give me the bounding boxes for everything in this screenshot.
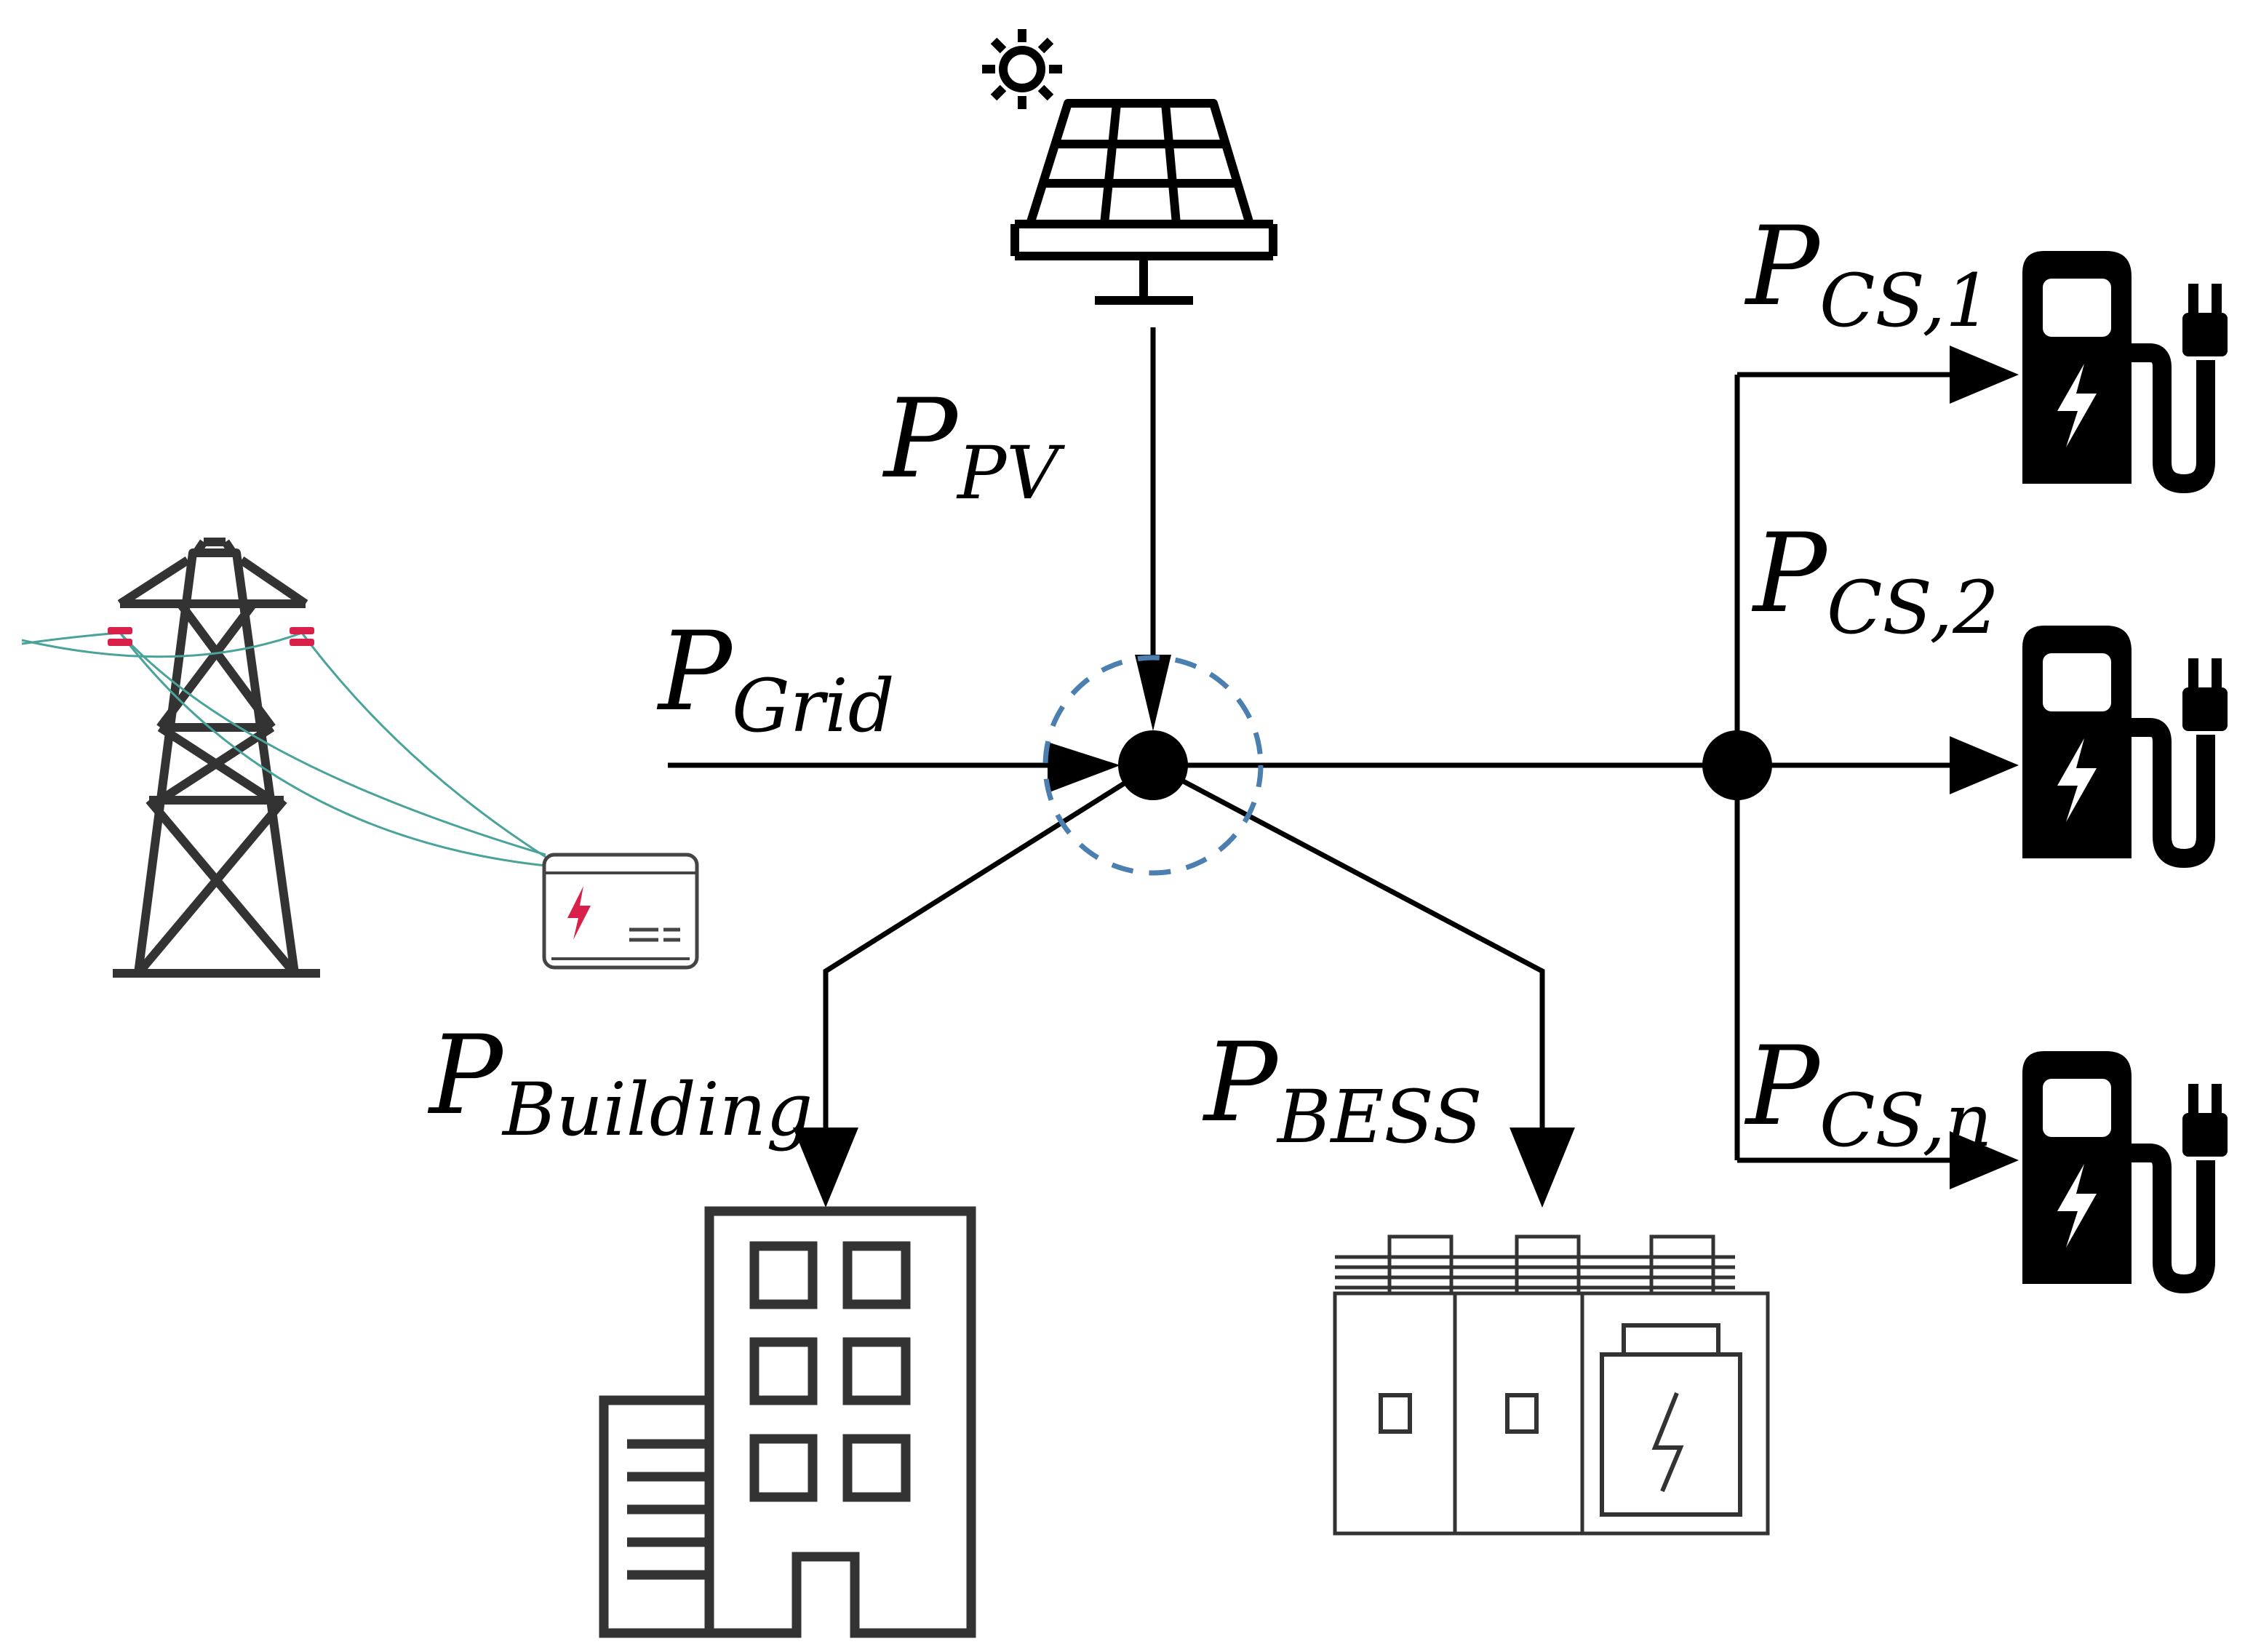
ev-charger-icon-1 [2022, 251, 2228, 494]
ev-charger-icon-n [2022, 1051, 2228, 1294]
sun-icon [982, 29, 1062, 109]
label-building: PBuilding [427, 1013, 813, 1152]
cs2-arrowhead [1950, 736, 2019, 794]
building-icon [599, 1206, 976, 1638]
battery-storage-icon [1333, 1234, 1770, 1536]
label-bess: PBESS [1202, 1020, 1483, 1160]
hub-node [1118, 730, 1188, 800]
grid-arrowhead [1048, 742, 1120, 793]
charger-bus-node [1702, 730, 1772, 800]
label-cs1: PCS,1 [1744, 204, 1992, 343]
transmission-tower-icon [113, 538, 320, 978]
bess-arrowhead [1510, 1128, 1575, 1208]
power-lines [21, 631, 546, 867]
solar-panel-icon [1010, 99, 1277, 305]
insulator-icons [108, 627, 314, 646]
ev-charger-icon-2 [2022, 626, 2228, 869]
label-csn: PCS,n [1744, 1023, 1993, 1163]
label-pv: PPV [882, 376, 1065, 516]
csn-arrowhead [1950, 1131, 2019, 1189]
label-cs2: PCS,2 [1751, 511, 1999, 650]
building-flow-line [823, 763, 1155, 1157]
hub-highlight-circle [1042, 655, 1264, 876]
bess-flow-line [1152, 762, 1545, 1157]
label-grid: PGrid [656, 609, 895, 749]
pv-arrowhead [1135, 655, 1171, 731]
cs1-arrowhead [1950, 346, 2019, 404]
transformer-icon [542, 853, 699, 970]
building-arrowhead [793, 1128, 858, 1208]
